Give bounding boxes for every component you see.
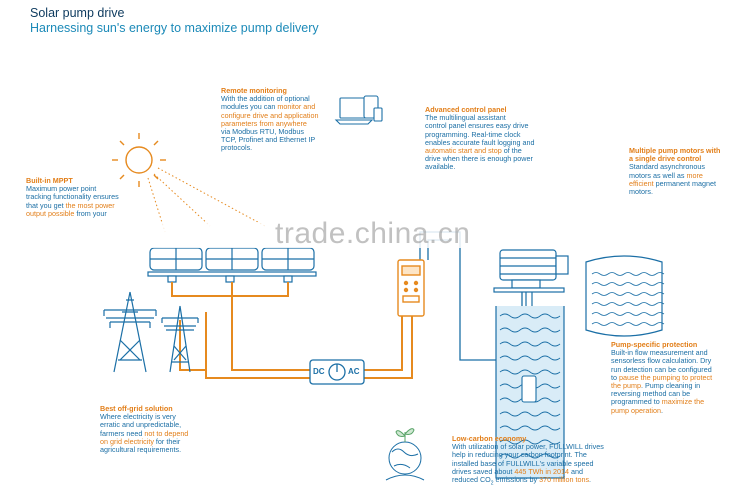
water-tank-icon (585, 255, 665, 337)
block-pump-heading: Pump-specific protection (611, 340, 698, 349)
solar-panels-icon (147, 247, 317, 283)
page-title: Solar pump drive (30, 6, 125, 20)
converter-ac-label: AC (348, 367, 360, 376)
block-multi-heading-2: a single drive control (629, 154, 702, 164)
block-lowcarbon-heading: Low-carbon economy (452, 434, 527, 443)
power-wires (171, 282, 421, 379)
page-subtitle: Harnessing sun's energy to maximize pump… (30, 21, 319, 35)
dc-ac-converter-icon (309, 359, 365, 385)
block-mppt: Built-in MPPT Maximum power point tracki… (26, 176, 146, 218)
block-multiple-motors: Multiple pump motors with a single drive… (629, 146, 747, 196)
block-control-heading: Advanced control panel (425, 105, 507, 114)
block-mppt-heading: Built-in MPPT (26, 176, 73, 185)
transmission-tower-icon (103, 291, 199, 373)
water-well-icon (495, 306, 565, 479)
block-off-grid: Best off-grid solution Where electricity… (100, 404, 220, 454)
globe-plant-icon (385, 428, 425, 481)
block-remote-heading: Remote monitoring (221, 86, 287, 95)
block-offgrid-heading: Best off-grid solution (100, 404, 173, 413)
block-pump-protection: Pump-specific protection Built-in flow m… (611, 340, 747, 415)
devices-icon (334, 95, 383, 125)
watermark-text: trade.china.cn (275, 217, 471, 250)
sun-rays (147, 167, 266, 233)
sun-icon (112, 133, 166, 187)
converter-dc-label: DC (313, 367, 325, 376)
block-low-carbon: Low-carbon economy With utilization of s… (452, 434, 622, 488)
watermark-band (20, 222, 730, 248)
block-advanced-control: Advanced control panel The multilingual … (425, 105, 555, 172)
drive-unit-icon (397, 259, 425, 317)
block-remote-monitoring: Remote monitoring With the addition of o… (221, 86, 346, 153)
block-multi-heading-1: Multiple pump motors with (629, 146, 721, 155)
